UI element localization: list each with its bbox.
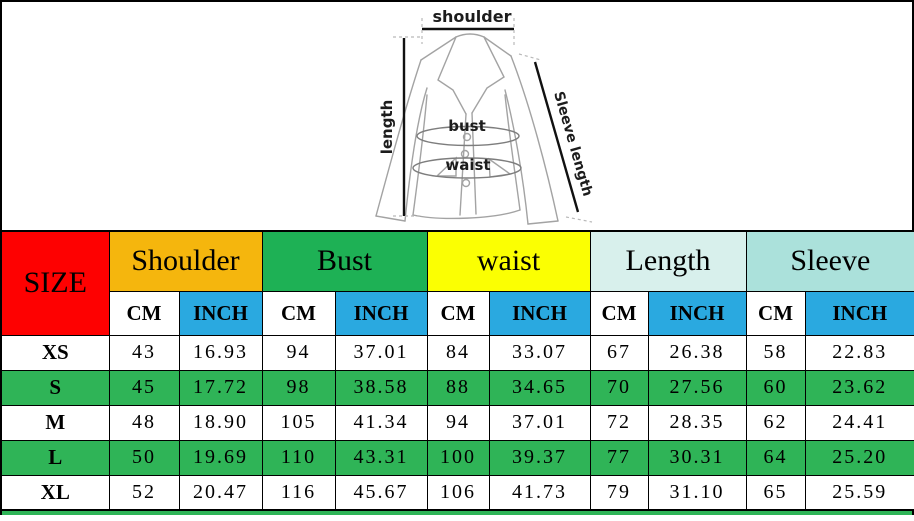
measurement-cell: 62 <box>745 404 806 441</box>
size-table: SIZE Shoulder Bust waist Length Sleeve C… <box>0 230 914 511</box>
sleeve-length-label: Sleeve length <box>550 90 595 199</box>
size-cell: XS <box>0 334 110 371</box>
measurement-cell: 18.90 <box>178 404 263 441</box>
size-cell: L <box>0 439 110 476</box>
measurement-cell: 34.65 <box>488 369 591 406</box>
measurement-cell: 38.58 <box>334 369 428 406</box>
length-group-header: Length <box>589 230 747 292</box>
measurement-cell: 33.07 <box>488 334 591 371</box>
bust-inch-header: INCH <box>334 290 428 336</box>
measurement-cell: 58 <box>745 334 806 371</box>
measurement-cell: 25.59 <box>804 474 914 511</box>
measurement-cell: 110 <box>261 439 336 476</box>
shoulder-label: shoulder <box>433 7 512 26</box>
measurement-cell: 25.20 <box>804 439 914 476</box>
sleeve-inch-header: INCH <box>804 290 914 336</box>
measurement-cell: 79 <box>589 474 649 511</box>
measurement-cell: 30.31 <box>647 439 747 476</box>
size-cell: S <box>0 369 110 406</box>
measurement-cell: 26.38 <box>647 334 747 371</box>
measurement-cell: 45.67 <box>334 474 428 511</box>
measurement-cell: 60 <box>745 369 806 406</box>
length-inch-header: INCH <box>647 290 747 336</box>
bust-cm-header: CM <box>261 290 336 336</box>
measurement-cell: 70 <box>589 369 649 406</box>
measurement-cell: 24.41 <box>804 404 914 441</box>
measurement-cell: 45 <box>108 369 180 406</box>
measurement-cell: 19.69 <box>178 439 263 476</box>
measurement-cell: 94 <box>426 404 490 441</box>
measurement-cell: 43 <box>108 334 180 371</box>
shoulder-cm-header: CM <box>108 290 180 336</box>
measurement-cell: 31.10 <box>647 474 747 511</box>
waist-label: waist <box>445 156 490 174</box>
pocket-flap-left <box>435 156 457 177</box>
measurement-cell: 41.34 <box>334 404 428 441</box>
table-row-xl: XL 52 20.47 116 45.67 106 41.73 79 31.10… <box>0 474 914 511</box>
measurement-cell: 52 <box>108 474 180 511</box>
bust-group-header: Bust <box>261 230 428 292</box>
measurement-cell: 20.47 <box>178 474 263 511</box>
size-cell: XL <box>0 474 110 511</box>
size-column-header: SIZE <box>0 230 110 336</box>
waist-inch-header: INCH <box>488 290 591 336</box>
measurement-cell: 27.56 <box>647 369 747 406</box>
length-cm-header: CM <box>589 290 649 336</box>
jacket-outline <box>375 33 559 225</box>
measurement-cell: 84 <box>426 334 490 371</box>
blazer-diagram-svg: shoulder length bust waist Sleeve length <box>375 7 595 225</box>
measurement-cell: 48 <box>108 404 180 441</box>
measurement-cell: 72 <box>589 404 649 441</box>
measurement-cell: 105 <box>261 404 336 441</box>
bust-label: bust <box>448 117 486 135</box>
measurement-cell: 100 <box>426 439 490 476</box>
measurement-cell: 77 <box>589 439 649 476</box>
measurement-cell: 28.35 <box>647 404 747 441</box>
measurement-cell: 41.73 <box>488 474 591 511</box>
measurement-cell: 65 <box>745 474 806 511</box>
measurement-cell: 39.37 <box>488 439 591 476</box>
sleeve-measure-line <box>533 61 580 213</box>
size-cell: M <box>0 404 110 441</box>
partial-next-row-strip <box>0 511 914 515</box>
shoulder-inch-header: INCH <box>178 290 263 336</box>
measurement-cell: 88 <box>426 369 490 406</box>
measurement-cell: 50 <box>108 439 180 476</box>
sleeve-cm-header: CM <box>745 290 806 336</box>
shoulder-group-header: Shoulder <box>108 230 263 292</box>
measurement-cell: 37.01 <box>334 334 428 371</box>
measurement-cell: 98 <box>261 369 336 406</box>
measurement-cell: 116 <box>261 474 336 511</box>
button-icon <box>460 132 472 188</box>
measurement-cell: 43.31 <box>334 439 428 476</box>
table-row-m: M 48 18.90 105 41.34 94 37.01 72 28.35 6… <box>0 404 914 441</box>
measurement-cell: 17.72 <box>178 369 263 406</box>
garment-measurement-diagram: shoulder length bust waist Sleeve length <box>0 0 914 230</box>
measurement-lines <box>393 18 593 223</box>
measurement-cell: 22.83 <box>804 334 914 371</box>
measurement-cell: 16.93 <box>178 334 263 371</box>
table-row-xs: XS 43 16.93 94 37.01 84 33.07 67 26.38 5… <box>0 334 914 371</box>
measurement-cell: 106 <box>426 474 490 511</box>
table-row-l: L 50 19.69 110 43.31 100 39.37 77 30.31 … <box>0 439 914 476</box>
table-row-s: S 45 17.72 98 38.58 88 34.65 70 27.56 60… <box>0 369 914 406</box>
waist-cm-header: CM <box>426 290 490 336</box>
measurement-cell: 94 <box>261 334 336 371</box>
sleeve-group-header: Sleeve <box>745 230 914 292</box>
measurement-cell: 37.01 <box>488 404 591 441</box>
measurement-cell: 64 <box>745 439 806 476</box>
measurement-cell: 23.62 <box>804 369 914 406</box>
waist-group-header: waist <box>426 230 591 292</box>
measurement-cell: 67 <box>589 334 649 371</box>
length-label: length <box>378 100 396 155</box>
bust-girth-ellipse <box>416 125 520 147</box>
waist-girth-ellipse <box>412 157 522 179</box>
